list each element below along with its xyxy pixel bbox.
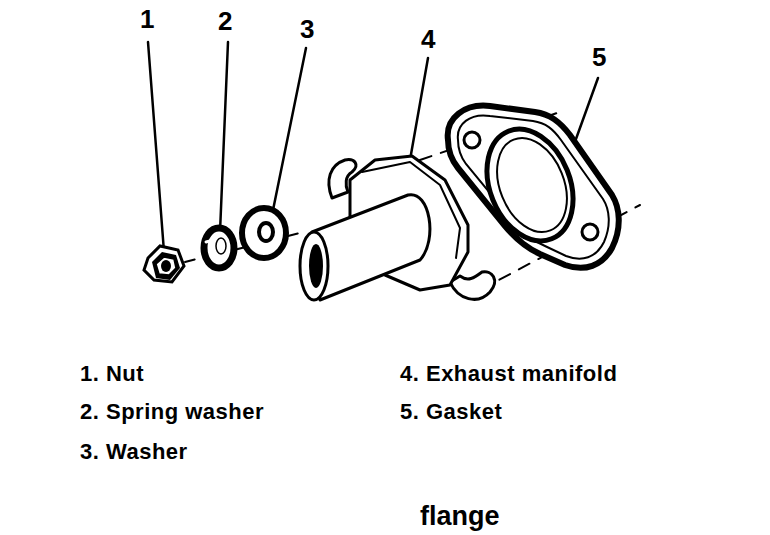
center-line [185,258,200,262]
leader-line [410,58,428,160]
leader-line [272,48,306,215]
center-line [288,233,300,236]
callout-number: 1 [140,6,154,32]
part-name: 4. Exhaust manifold [400,363,617,385]
caption-text: flange [420,503,500,530]
leader-line [148,42,164,252]
nut [144,246,184,282]
part-name: 1. Nut [80,363,144,385]
part-name: 3. Washer [80,441,188,463]
callout-number: 2 [218,8,232,34]
washer [242,208,286,258]
leader-line [220,42,228,232]
gasket [448,106,619,268]
part-name: 2. Spring washer [80,401,264,423]
spring-washer [204,228,234,268]
part-name: 5. Gasket [400,401,502,423]
callout-number: 5 [592,44,606,70]
callout-number: 3 [300,16,314,42]
callout-number: 4 [421,26,435,52]
